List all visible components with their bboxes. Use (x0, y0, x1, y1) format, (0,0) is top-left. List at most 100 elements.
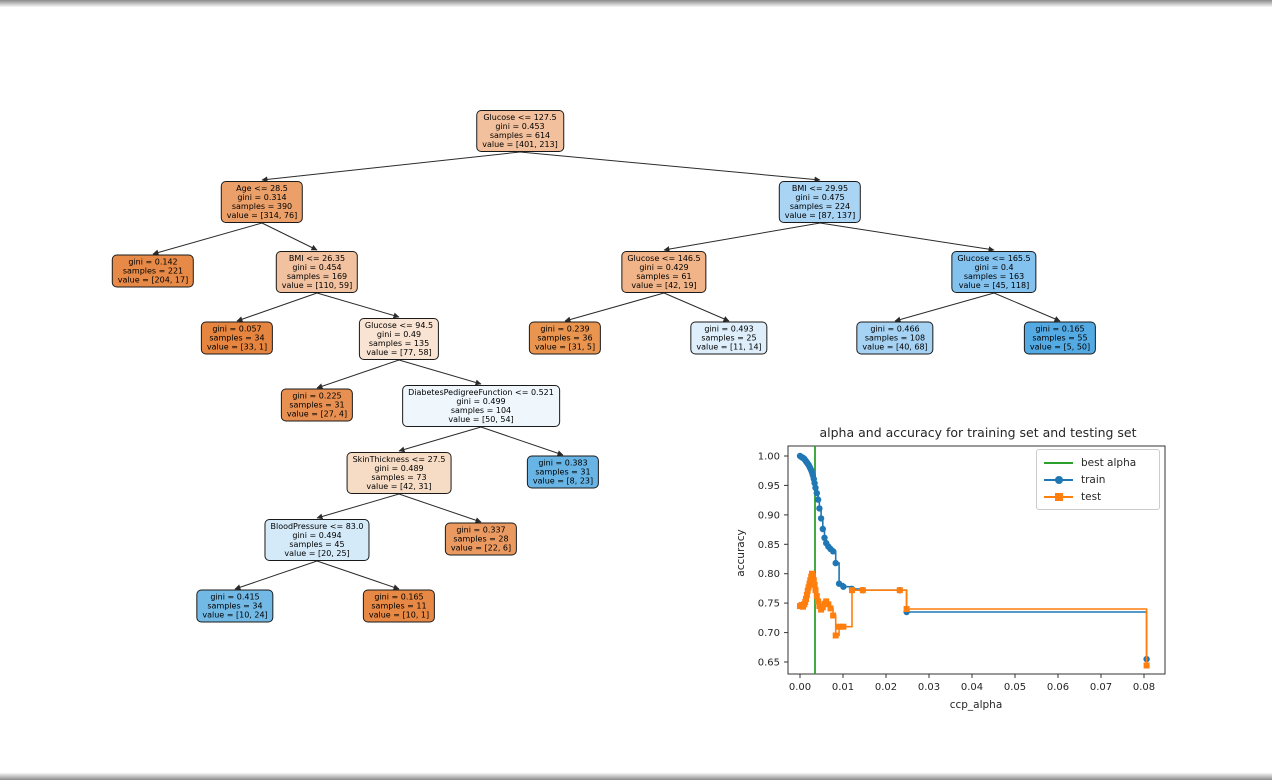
test-line (800, 572, 1148, 666)
node-gini: gini = 0.466 (870, 324, 920, 334)
node-condition: Age <= 28.5 (236, 184, 288, 193)
tree-node-glucose-127: Glucose <= 127.5 gini = 0.453 samples = … (476, 110, 564, 152)
test-point (859, 587, 866, 594)
train-point (808, 466, 815, 474)
node-value: value = [77, 58] (366, 348, 432, 357)
test-point (827, 605, 834, 612)
tree-leaf-31-5: gini = 0.239 samples = 36 value = [31, 5… (528, 321, 602, 355)
train-point (809, 472, 817, 479)
node-gini: gini = 0.4 (974, 263, 1014, 272)
train-point (807, 465, 814, 472)
test-point (840, 623, 847, 630)
node-condition: Glucose <= 94.5 (364, 321, 434, 330)
legend-entry-test: test (1044, 488, 1152, 505)
tree-node-bmi-2995: BMI <= 29.95 gini = 0.475 samples = 224 … (778, 181, 862, 223)
node-samples: samples = 224 (789, 202, 851, 211)
tree-node-glucose-165: Glucose <= 165.5 gini = 0.4 samples = 16… (951, 251, 1037, 293)
train-marker-icon (1044, 474, 1073, 486)
node-value: value = [10, 24] (202, 610, 268, 620)
train-point (896, 587, 903, 594)
tree-leaf-5-50: gini = 0.165 samples = 55 value = [5, 50… (1023, 321, 1097, 355)
test-point (808, 573, 815, 580)
train-point (811, 479, 818, 487)
x-tick-label: 0.00 (789, 682, 811, 693)
train-point (798, 454, 805, 461)
tree-leaf-10-24: gini = 0.415 samples = 34 value = [10, 2… (196, 589, 274, 623)
x-tick-label: 0.05 (1004, 682, 1026, 693)
node-value: value = [33, 1] (206, 342, 268, 352)
node-value: value = [11, 14] (696, 342, 762, 352)
y-tick-label: 0.75 (758, 599, 780, 610)
y-tick-label: 0.85 (758, 540, 780, 551)
node-value: value = [42, 19] (631, 281, 697, 290)
train-point (817, 515, 825, 522)
node-gini: gini = 0.489 (374, 464, 424, 473)
node-gini: gini = 0.493 (704, 324, 754, 334)
node-gini: gini = 0.239 (540, 324, 590, 334)
tree-leaf-204-17: gini = 0.142 samples = 221 value = [204,… (111, 254, 195, 288)
node-gini: gini = 0.383 (538, 458, 588, 468)
x-tick-label: 0.04 (961, 682, 983, 693)
test-point (812, 587, 819, 594)
legend-label: test (1081, 490, 1102, 503)
train-point (859, 587, 866, 594)
node-gini: gini = 0.453 (495, 122, 545, 131)
node-value: value = [204, 17] (117, 275, 189, 285)
tree-node-bloodpressure-83: BloodPressure <= 83.0 gini = 0.494 sampl… (264, 519, 370, 561)
node-condition: DiabetesPedigreeFunction <= 0.521 (408, 388, 554, 397)
train-point (803, 459, 811, 466)
train-point (813, 489, 820, 497)
tree-leaf-11-14: gini = 0.493 samples = 25 value = [11, 1… (690, 321, 768, 355)
test-point (825, 601, 832, 608)
test-point (804, 587, 811, 594)
node-gini: gini = 0.165 (1035, 324, 1085, 334)
node-condition: SkinThickness <= 27.5 (352, 455, 446, 464)
train-point (796, 452, 804, 460)
x-tick-label: 0.08 (1133, 682, 1155, 693)
node-condition: BMI <= 26.35 (288, 254, 346, 263)
window-top-border (0, 0, 1272, 7)
node-value: value = [401, 213] (482, 140, 558, 149)
test-point (815, 598, 822, 605)
train-point (848, 585, 856, 593)
test-point (809, 570, 815, 577)
test-point (821, 600, 828, 607)
node-value: value = [10, 1] (368, 610, 430, 620)
train-point (806, 463, 813, 470)
tree-node-glucose-146: Glucose <= 146.5 gini = 0.429 samples = … (621, 251, 707, 293)
node-samples: samples = 36 (537, 333, 593, 343)
node-samples: samples = 31 (289, 400, 345, 410)
x-tick-label: 0.07 (1090, 682, 1112, 693)
test-point (819, 604, 826, 611)
test-point (809, 573, 816, 580)
train-point (823, 539, 830, 547)
test-point (832, 632, 839, 639)
node-samples: samples = 163 (963, 272, 1025, 281)
node-samples: samples = 34 (209, 333, 265, 343)
tree-node-skinthickness-27: SkinThickness <= 27.5 gini = 0.489 sampl… (346, 452, 452, 494)
node-condition: Glucose <= 146.5 (627, 254, 701, 263)
x-tick-label: 0.01 (832, 682, 854, 693)
node-gini: gini = 0.494 (292, 531, 342, 540)
legend-label: best alpha (1081, 456, 1137, 469)
test-point (807, 577, 814, 584)
tree-leaf-33-1: gini = 0.057 samples = 34 value = [33, 1… (200, 321, 274, 355)
node-gini: gini = 0.165 (374, 592, 424, 602)
train-point (802, 456, 809, 464)
tree-node-bmi-26: BMI <= 26.35 gini = 0.454 samples = 169 … (275, 251, 359, 293)
node-value: value = [5, 50] (1029, 342, 1091, 352)
chart-legend: best alpha train test (1036, 449, 1160, 510)
train-point (805, 461, 812, 468)
test-point (830, 612, 837, 619)
node-value: value = [40, 68] (862, 342, 928, 352)
train-point (840, 583, 847, 590)
train-point (829, 548, 837, 555)
x-tick-label: 0.06 (1047, 682, 1069, 693)
x-tick-label: 0.02 (875, 682, 897, 693)
node-gini: gini = 0.314 (237, 193, 287, 202)
tree-leaf-10-1: gini = 0.165 samples = 11 value = [10, 1… (362, 589, 436, 623)
x-tick-label: 0.03 (918, 682, 940, 693)
train-point (816, 505, 823, 512)
